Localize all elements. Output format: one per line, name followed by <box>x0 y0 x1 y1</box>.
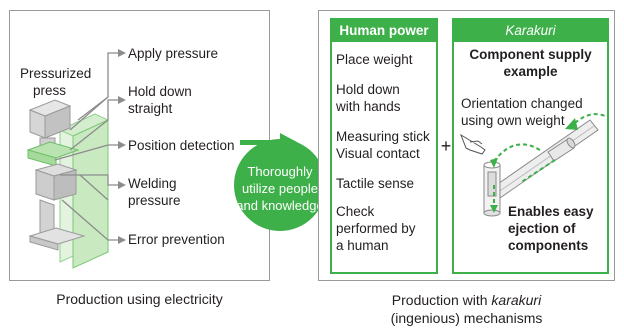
right-caption-prefix: Production with <box>391 292 492 308</box>
badge-line1: Thoroughly <box>247 164 313 179</box>
pointing-hand-icon <box>460 133 486 155</box>
label-hold-down-line1: Hold down <box>128 84 192 99</box>
badge-text: Thoroughly utilize people and knowledge <box>234 163 326 214</box>
callout-arrowheads <box>118 49 126 244</box>
vertical-receiving-tube <box>483 161 501 217</box>
press-head-right <box>44 105 71 139</box>
human-power-header: Human power <box>332 20 436 42</box>
motion-arrows <box>493 113 606 205</box>
hp-item-hold-down-line1: Hold down <box>336 82 400 97</box>
karakuri-header: Karakuri <box>454 20 607 42</box>
human-power-box: Human power <box>330 18 438 274</box>
badge-line3: and knowledge <box>236 198 324 213</box>
hp-item-check-line1: Check <box>336 204 375 219</box>
badge-line2: utilize people <box>242 181 318 196</box>
result-line3: components <box>508 238 589 253</box>
right-caption-italic: karakuri <box>491 292 542 308</box>
label-hold-down-line2: straight <box>128 101 173 116</box>
result-line2: ejection of <box>508 221 576 236</box>
inclined-chute <box>491 119 599 199</box>
orientation-note-line2: using own weight <box>461 113 565 128</box>
right-caption-line2: (ingenious) mechanisms <box>390 310 543 326</box>
press-label-line1: Pressurized <box>20 66 92 81</box>
hp-item-tactile-sense: Tactile sense <box>336 176 415 191</box>
press-base-side <box>29 235 59 251</box>
result-line1: Enables easy <box>508 204 594 219</box>
people-knowledge-badge <box>234 139 326 231</box>
hp-item-check-line2: performed by <box>336 221 416 236</box>
label-welding-line2: pressure <box>128 193 181 208</box>
label-position-detection: Position detection <box>128 138 235 153</box>
press-label-line2: press <box>33 83 67 98</box>
hp-item-check-line3: a human <box>336 238 389 253</box>
orientation-note-line1: Orientation changed <box>461 96 583 111</box>
left-caption: Production using electricity <box>56 291 223 307</box>
component-supply-title-line1: Component supply <box>469 47 592 62</box>
component-on-chute <box>547 137 576 162</box>
right-caption-line1: Production with karakuri <box>318 291 615 309</box>
callout-lines <box>54 52 120 241</box>
hp-item-visual-contact: Visual contact <box>336 146 420 161</box>
plus-sign: + <box>440 136 452 156</box>
hp-item-measuring-stick: Measuring stick <box>336 129 430 144</box>
label-welding-line1: Welding <box>128 176 177 191</box>
press-frame-side <box>72 119 109 269</box>
press-die-right <box>53 169 77 201</box>
label-error-prevention: Error prevention <box>128 232 225 247</box>
label-apply-pressure: Apply pressure <box>128 46 219 61</box>
motion-arrowheads <box>490 118 578 213</box>
component-supply-title-line2: example <box>503 64 558 79</box>
hp-item-place-weight: Place weight <box>336 52 413 67</box>
hp-item-hold-down-line2: with hands <box>336 99 401 114</box>
